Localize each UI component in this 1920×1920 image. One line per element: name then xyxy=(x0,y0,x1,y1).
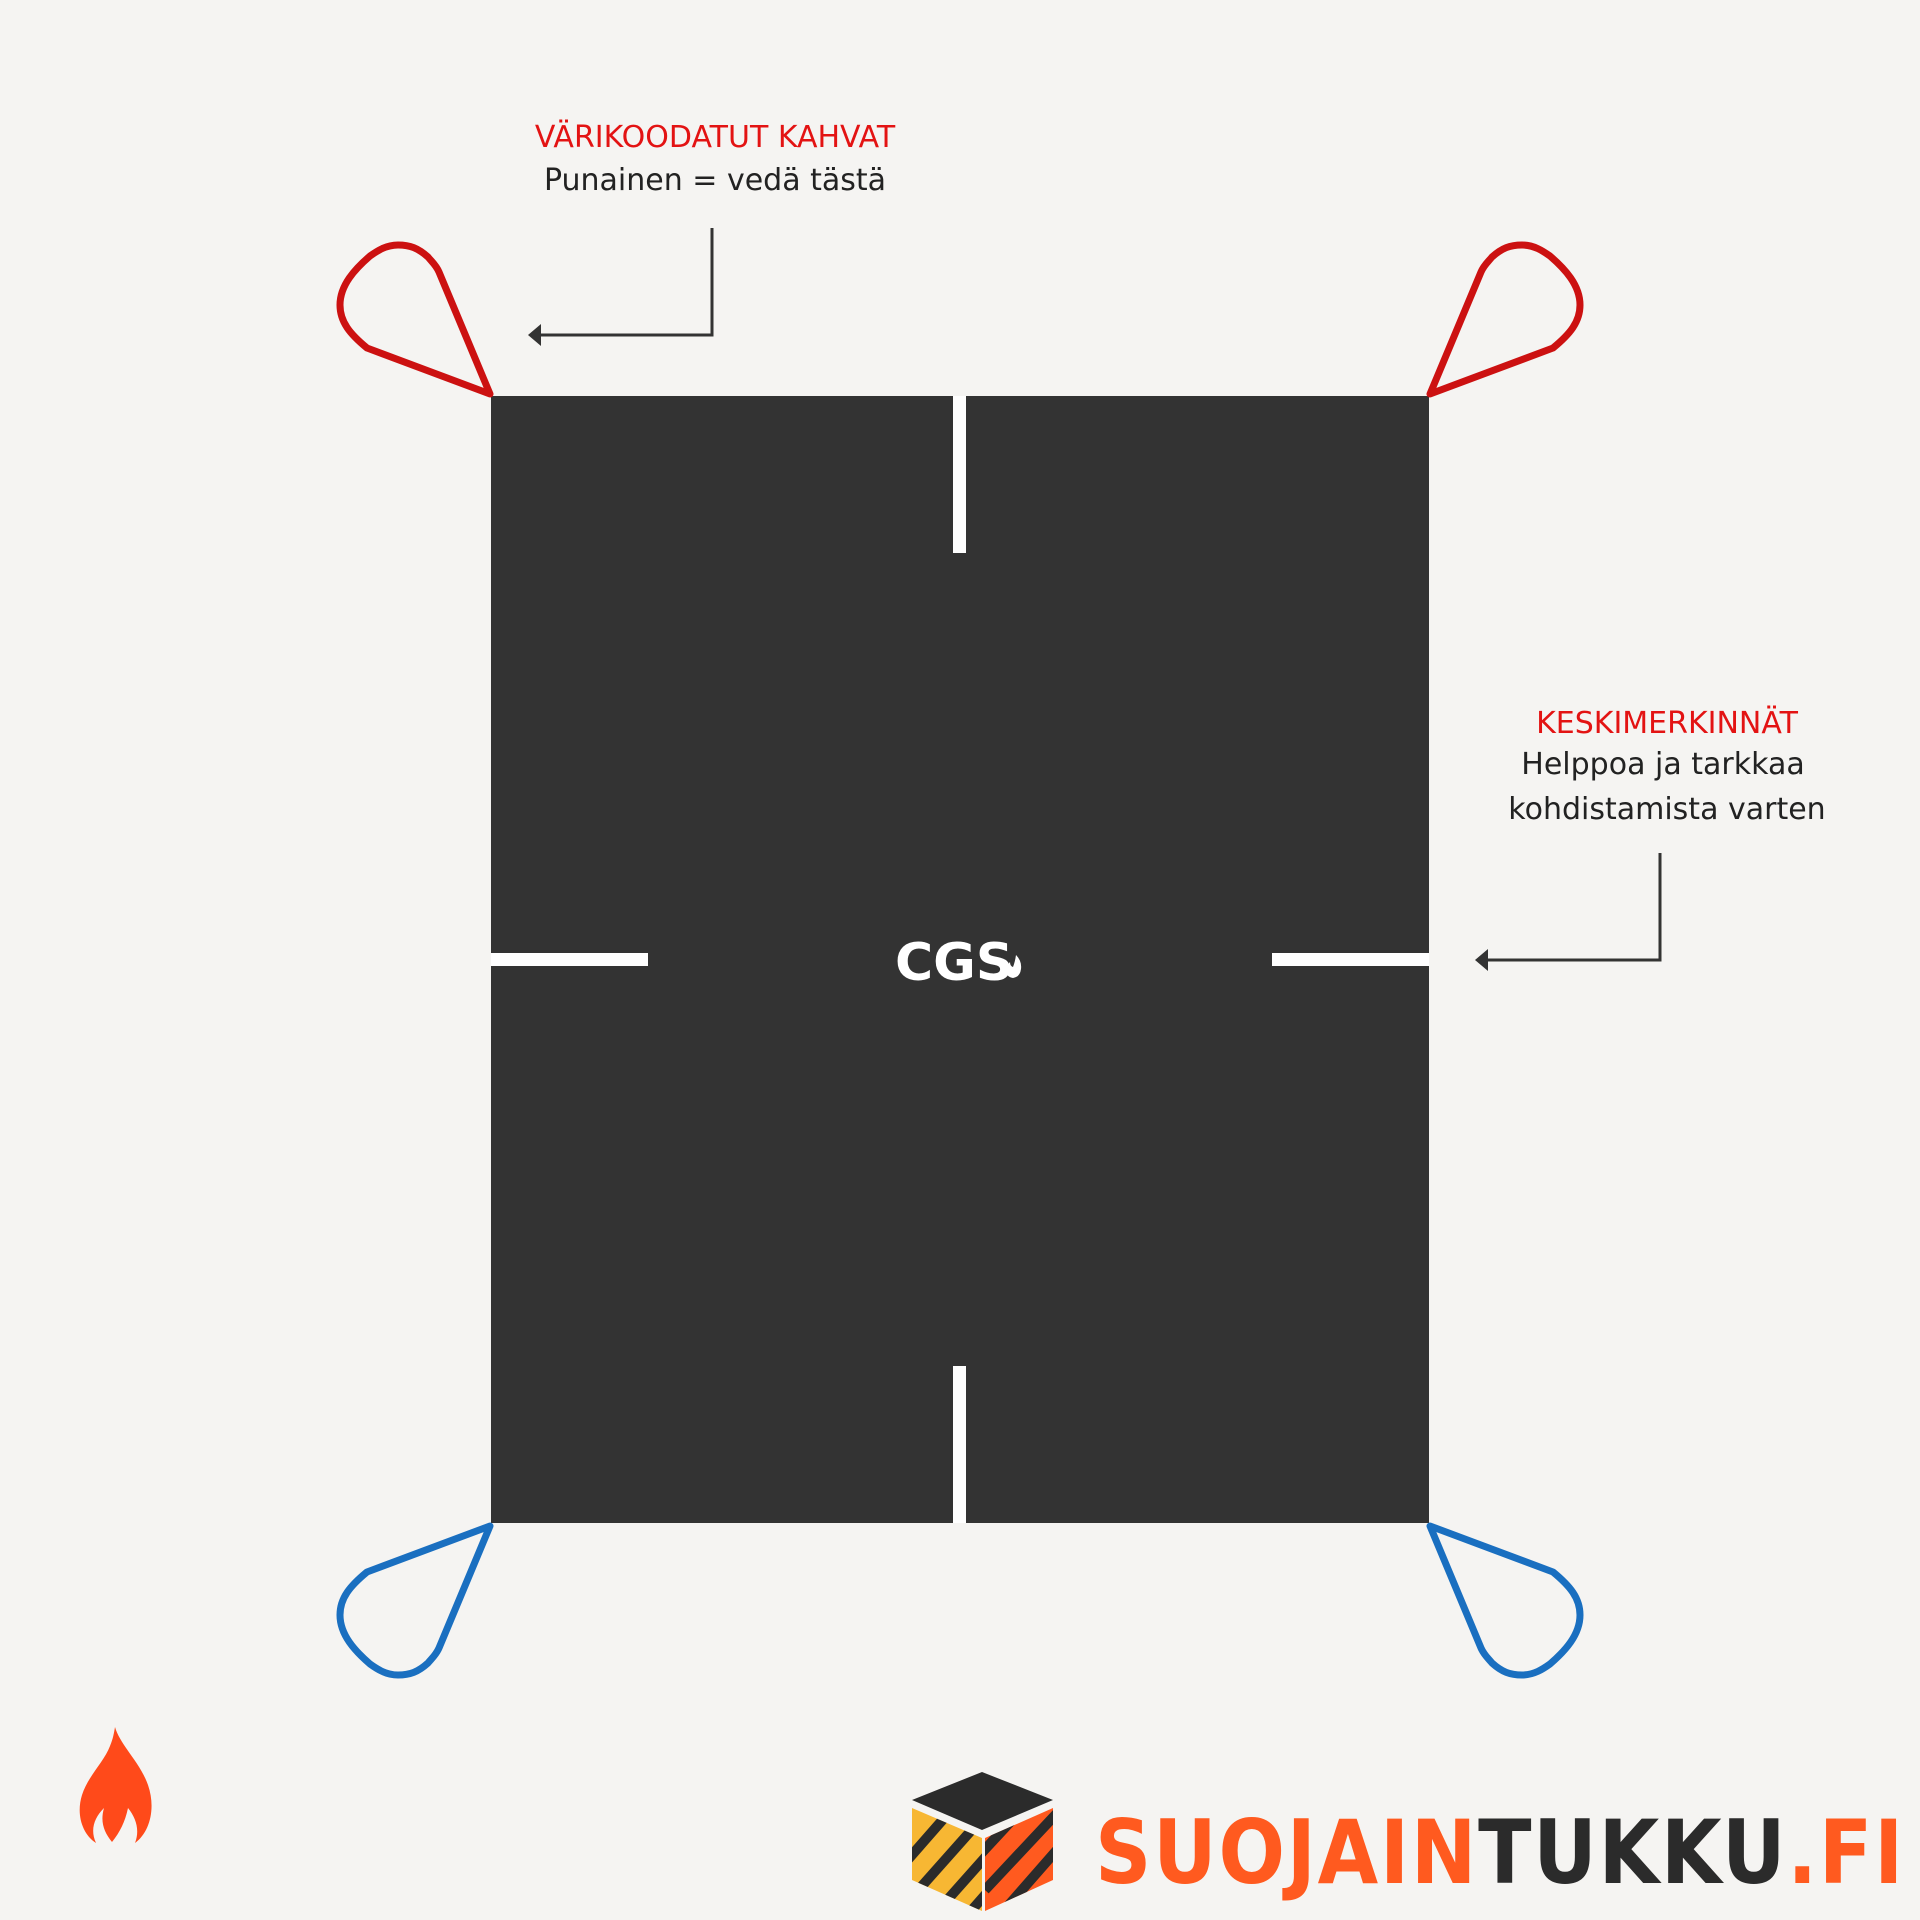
handle-top-left xyxy=(336,241,494,398)
center-mark-bottom xyxy=(953,1366,966,1523)
brand-name-part2: TUKKU xyxy=(1478,1801,1787,1904)
cgs-logo: CGS xyxy=(895,933,1022,993)
flame-icon xyxy=(79,1727,152,1843)
brand-name-part3: .FI xyxy=(1787,1801,1905,1904)
handle-bottom-right xyxy=(1426,1522,1584,1679)
center-marks xyxy=(491,396,1429,1523)
center-mark-right xyxy=(1272,953,1429,966)
cgs-flame-icon xyxy=(1006,955,1022,978)
brand-wordmark: SUOJAINTUKKU.FI xyxy=(1095,1801,1905,1904)
callout-handles-arrowhead-icon xyxy=(528,324,541,346)
callout-handles-body: Punainen = vedä tästä xyxy=(544,163,886,198)
callout-center-marks-body-line1: Helppoa ja tarkkaa xyxy=(1521,747,1804,782)
callout-handles-arrow-line xyxy=(540,228,714,337)
callout-center-marks-title: KESKIMERKINNÄT xyxy=(1536,705,1798,741)
callout-center-marks-arrow-line xyxy=(1487,853,1662,962)
brand-name-part1: SUOJAIN xyxy=(1095,1801,1478,1904)
callout-center-marks-body-line2: kohdistamista varten xyxy=(1508,792,1825,827)
cgs-logo-text: CGS xyxy=(895,933,1013,993)
callout-handles: VÄRIKOODATUT KAHVAT Punainen = vedä täst… xyxy=(528,119,896,346)
handle-top-right xyxy=(1426,241,1584,398)
center-mark-top xyxy=(953,396,966,553)
center-mark-left xyxy=(491,953,648,966)
callout-center-marks: KESKIMERKINNÄT Helppoa ja tarkkaa kohdis… xyxy=(1475,705,1826,971)
callout-handles-title: VÄRIKOODATUT KAHVAT xyxy=(535,119,896,155)
handle-bottom-left xyxy=(336,1522,494,1679)
callout-center-marks-arrowhead-icon xyxy=(1475,949,1488,971)
hazard-box-icon xyxy=(912,1772,1053,1911)
